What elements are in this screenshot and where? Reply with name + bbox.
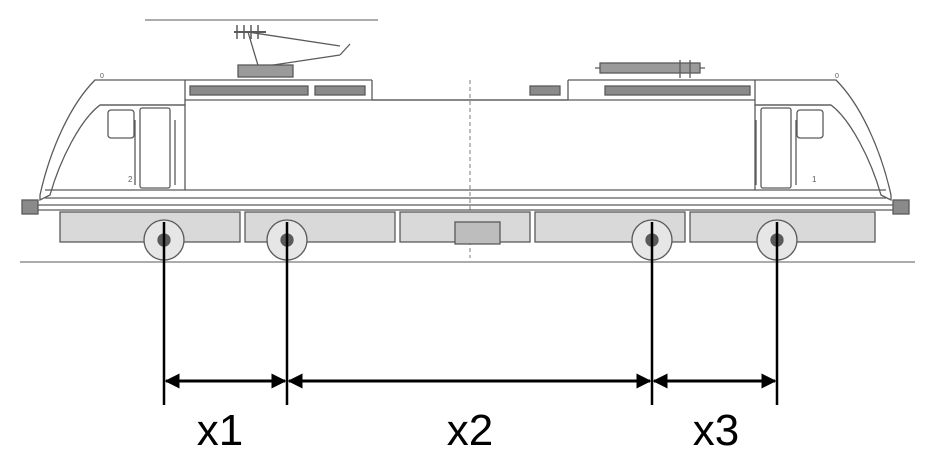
dimension-label-x3: x3: [693, 406, 739, 455]
axle-lines: [162, 222, 779, 405]
buffers: [21, 199, 910, 215]
dimension-label-x2: x2: [447, 406, 493, 455]
svg-text:1: 1: [812, 175, 817, 184]
svg-text:0: 0: [835, 73, 839, 80]
svg-text:2: 2: [128, 175, 133, 184]
pantograph-right: [595, 60, 705, 78]
car-body: 2 1 0 0: [35, 73, 896, 258]
pantograph-left: [234, 25, 351, 78]
dimension-label-x1: x1: [197, 406, 243, 455]
svg-text:0: 0: [100, 73, 104, 80]
roof: [185, 79, 755, 101]
locomotive-drawing: 2 1 0 0: [20, 19, 915, 263]
dimension-labels: x1 x2 x3: [197, 406, 739, 455]
